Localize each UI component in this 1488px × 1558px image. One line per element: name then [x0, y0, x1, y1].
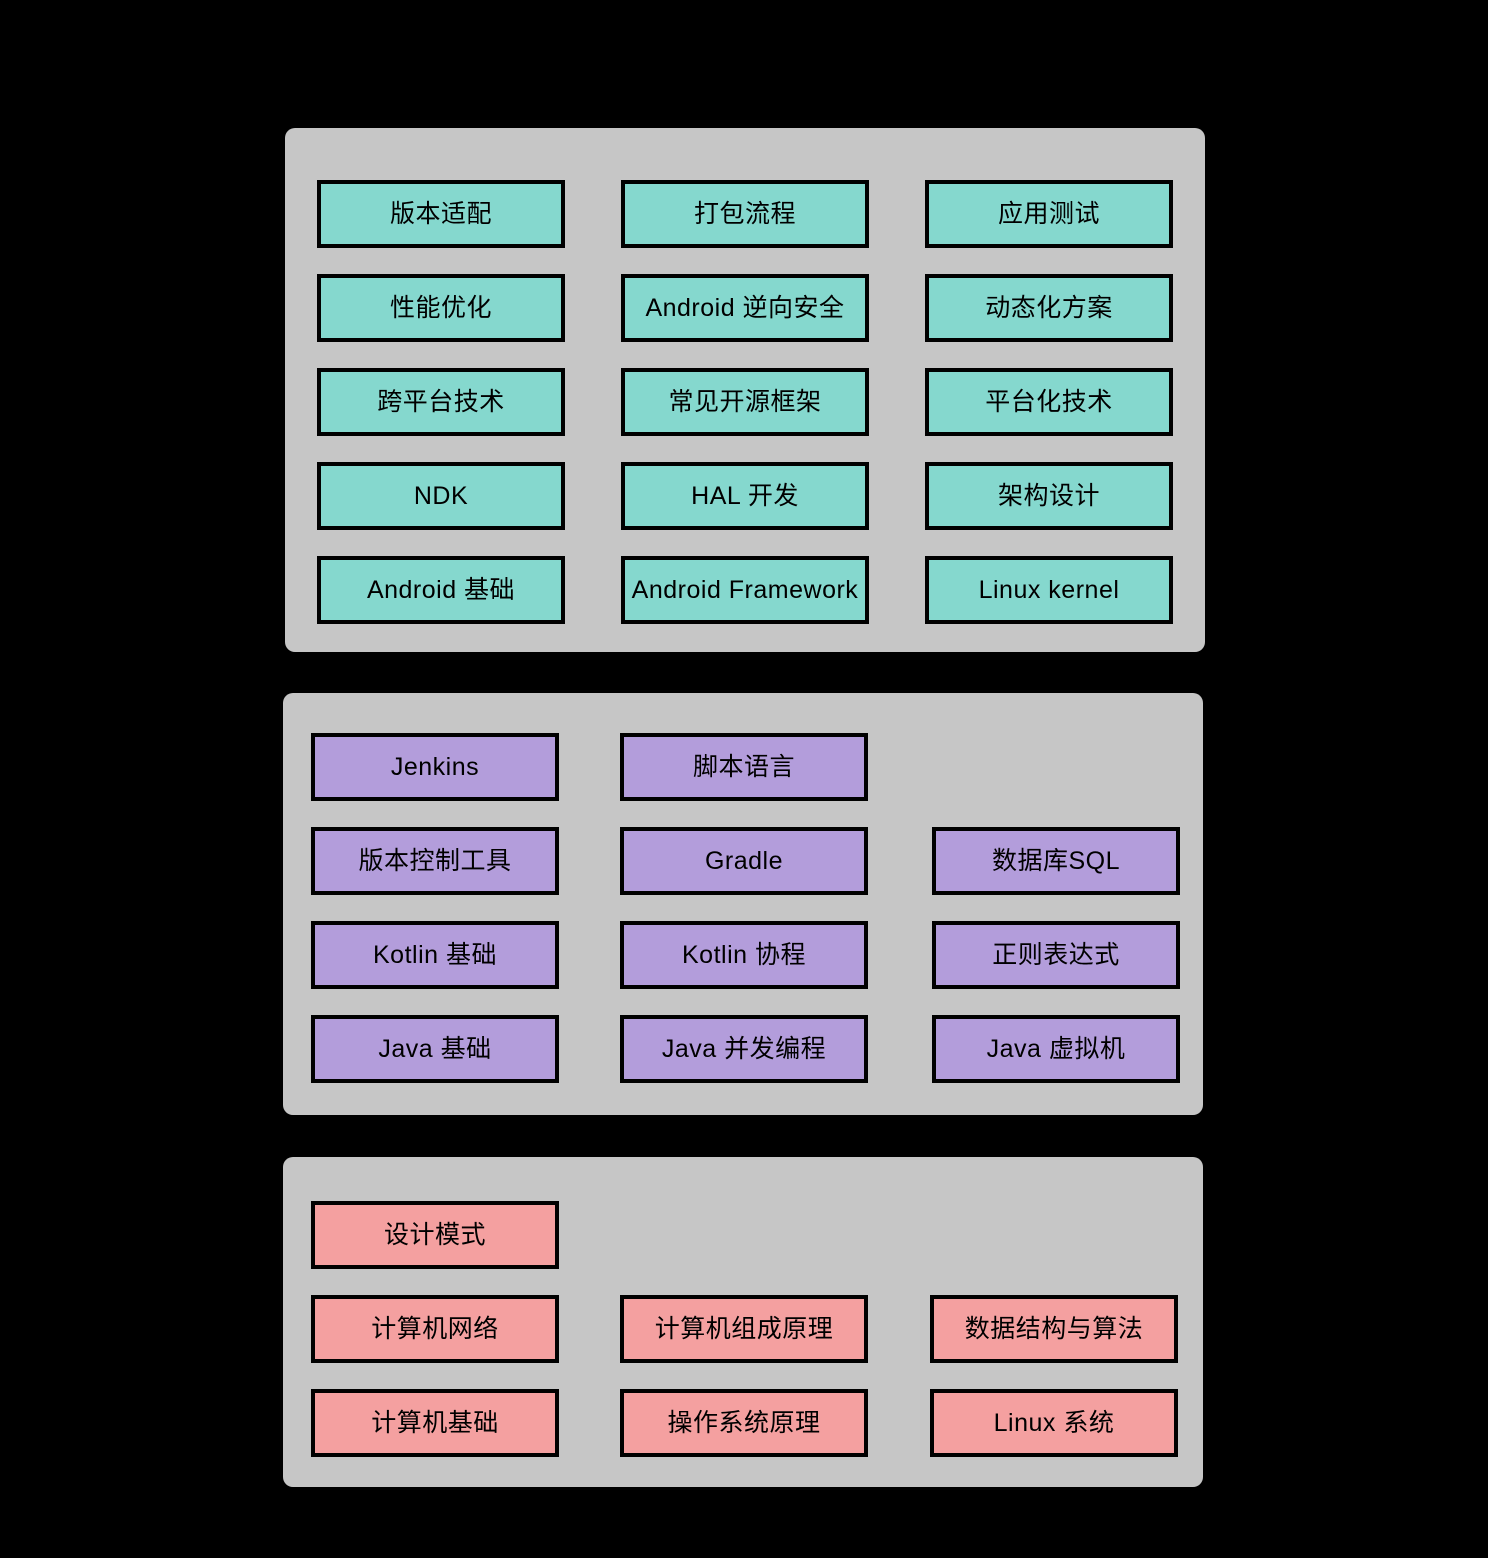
skill-node[interactable]: Kotlin 基础 [311, 921, 559, 989]
skill-node[interactable]: Android 逆向安全 [621, 274, 869, 342]
language-and-tools-section: Jenkins 脚本语言版本控制工具 Gradle 数据库SQL Kotlin 基础 Ko… [283, 693, 1203, 1115]
skill-node[interactable]: Kotlin 协程 [620, 921, 868, 989]
skill-node[interactable]: 平台化技术 [925, 368, 1173, 436]
skill-node[interactable]: 脚本语言 [620, 733, 868, 801]
skill-node[interactable]: NDK [317, 462, 565, 530]
skill-node[interactable]: Jenkins [311, 733, 559, 801]
skill-node[interactable]: 版本控制工具 [311, 827, 559, 895]
skill-node[interactable]: 数据结构与算法 [930, 1295, 1178, 1363]
skill-node[interactable]: 设计模式 [311, 1201, 559, 1269]
skill-node[interactable]: 打包流程 [621, 180, 869, 248]
skill-node[interactable]: 操作系统原理 [620, 1389, 868, 1457]
skill-node[interactable]: Java 虚拟机 [932, 1015, 1180, 1083]
node-grid: 版本适配打包流程应用测试性能优化 Android 逆向安全动态化方案跨平台技术常见… [285, 128, 1205, 652]
skill-node[interactable]: Android Framework [621, 556, 869, 624]
node-grid: Jenkins 脚本语言版本控制工具 Gradle 数据库SQL Kotlin 基础 Ko… [283, 693, 1203, 1115]
skill-node[interactable]: Linux 系统 [930, 1389, 1178, 1457]
skill-node[interactable]: 计算机组成原理 [620, 1295, 868, 1363]
skill-node[interactable]: 动态化方案 [925, 274, 1173, 342]
skill-node[interactable]: 计算机基础 [311, 1389, 559, 1457]
computer-fundamentals-section: 设计模式计算机网络计算机组成原理数据结构与算法计算机基础操作系统原理 Linux … [283, 1157, 1203, 1487]
skill-node[interactable]: Linux kernel [925, 556, 1173, 624]
skill-node[interactable]: 数据库SQL [932, 827, 1180, 895]
skill-node[interactable]: 性能优化 [317, 274, 565, 342]
skill-node[interactable]: 正则表达式 [932, 921, 1180, 989]
skill-node[interactable]: 跨平台技术 [317, 368, 565, 436]
skill-node[interactable]: HAL 开发 [621, 462, 869, 530]
node-grid: 设计模式计算机网络计算机组成原理数据结构与算法计算机基础操作系统原理 Linux … [283, 1157, 1203, 1487]
skill-node[interactable]: Gradle [620, 827, 868, 895]
skill-node[interactable]: 版本适配 [317, 180, 565, 248]
skill-node[interactable]: 应用测试 [925, 180, 1173, 248]
skill-node[interactable]: 架构设计 [925, 462, 1173, 530]
skill-node[interactable]: 常见开源框架 [621, 368, 869, 436]
skill-node[interactable]: Java 基础 [311, 1015, 559, 1083]
android-skills-section: 版本适配打包流程应用测试性能优化 Android 逆向安全动态化方案跨平台技术常见… [285, 128, 1205, 652]
skill-node[interactable]: Java 并发编程 [620, 1015, 868, 1083]
skill-node[interactable]: Android 基础 [317, 556, 565, 624]
skill-node[interactable]: 计算机网络 [311, 1295, 559, 1363]
